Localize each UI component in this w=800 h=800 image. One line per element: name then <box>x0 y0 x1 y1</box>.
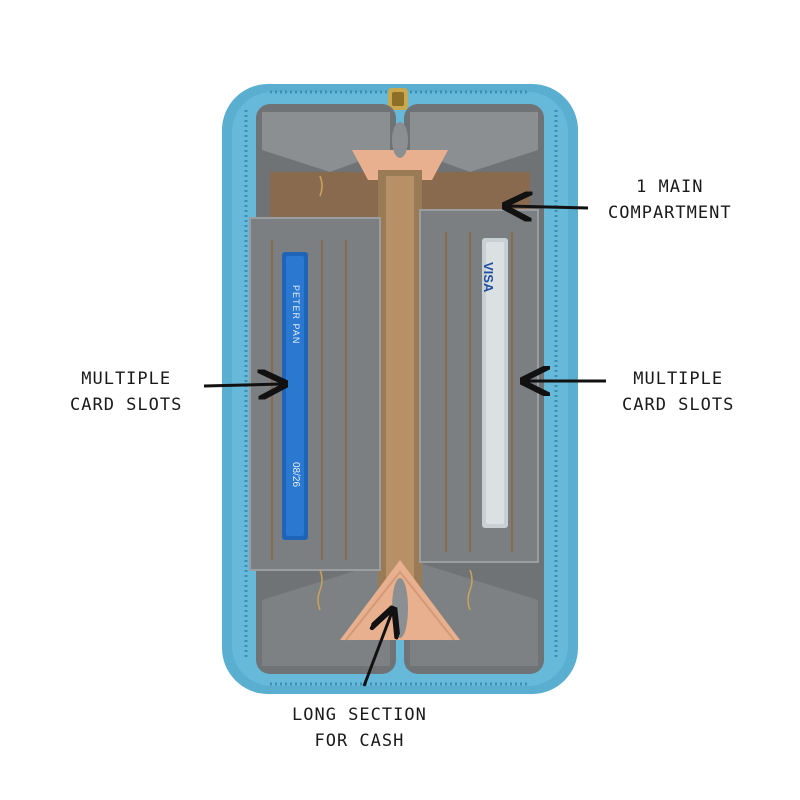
label-cash-section: LONG SECTION FOR CASH <box>292 705 427 751</box>
right-card-slots <box>419 209 539 563</box>
right-credit-card: VISA <box>481 238 508 528</box>
label-main-compartment: 1 MAIN COMPARTMENT <box>608 177 732 223</box>
card-brand: VISA <box>481 262 496 293</box>
left-credit-card: PETER PAN 08/26 <box>282 252 308 540</box>
card-expiry: 08/26 <box>290 462 301 487</box>
label-card-slots-right: MULTIPLE CARD SLOTS <box>622 369 735 415</box>
arrow-card-slots-left <box>203 384 282 386</box>
arrow-cash-section <box>362 612 392 687</box>
arrow-main-compartment <box>508 206 589 208</box>
card-holder-name: PETER PAN <box>291 285 301 344</box>
zipper-pull <box>388 88 408 110</box>
label-card-slots-left: MULTIPLE CARD SLOTS <box>70 369 183 415</box>
lining-pattern <box>317 175 473 611</box>
